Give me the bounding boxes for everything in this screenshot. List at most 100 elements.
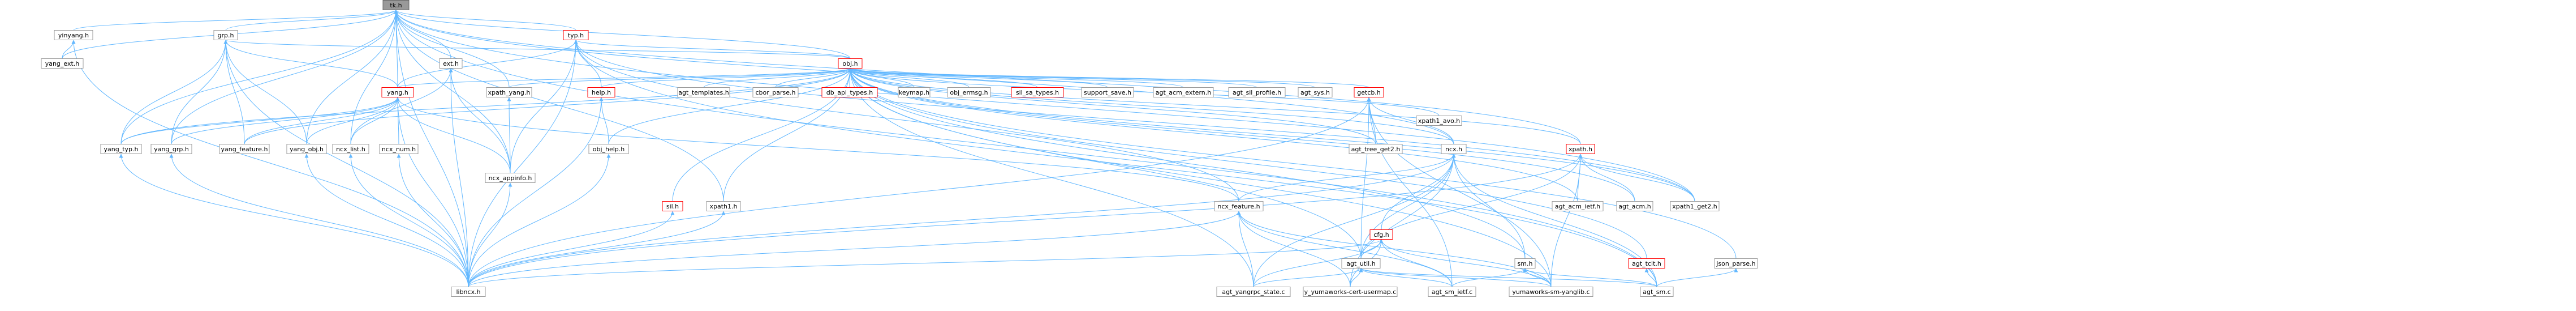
node-box[interactable] [219, 144, 270, 154]
node-db-api-types[interactable]: db_api_types.h [821, 87, 878, 97]
node-sil[interactable]: sil.h [662, 201, 683, 211]
node-obj[interactable]: obj.h [838, 58, 863, 69]
node-box[interactable] [1153, 87, 1214, 97]
node-box[interactable] [1514, 258, 1536, 269]
node-box[interactable] [1714, 258, 1758, 269]
node-ncx[interactable]: ncx.h [1441, 144, 1467, 154]
node-agt-tree-get2[interactable]: agt_tree_get2.h [1349, 144, 1403, 154]
node-box[interactable] [1228, 87, 1286, 97]
node-box[interactable] [1298, 87, 1333, 97]
node-agt-acm-ietf[interactable]: agt_acm_ietf.h [1552, 201, 1604, 211]
node-getcb[interactable]: getcb.h [1354, 87, 1384, 97]
node-cbor-parse[interactable]: cbor_parse.h [752, 87, 799, 97]
node-ext[interactable]: ext.h [439, 58, 463, 69]
node-box[interactable] [821, 87, 878, 97]
node-yang-feature[interactable]: yang_feature.h [219, 144, 270, 154]
node-xpath[interactable]: xpath.h [1566, 144, 1595, 154]
node-box[interactable] [1670, 201, 1720, 211]
node-box[interactable] [1416, 116, 1462, 126]
node-box[interactable] [41, 58, 84, 69]
node-box[interactable] [706, 201, 741, 211]
node-keymap[interactable]: keymap.h [898, 87, 931, 97]
node-agt-templates[interactable]: agt_templates.h [677, 87, 730, 97]
node-xpath1[interactable]: xpath1.h [706, 201, 741, 211]
node-yang-ext[interactable]: yang_ext.h [41, 58, 84, 69]
node-ncx-list[interactable]: ncx_list.h [332, 144, 369, 154]
node-yang-grp[interactable]: yang_grp.h [150, 144, 192, 154]
node-agt-sm-ietf[interactable]: agt_sm_ietf.c [1428, 287, 1476, 297]
node-box[interactable] [588, 144, 629, 154]
node-box[interactable] [379, 144, 419, 154]
node-box[interactable] [1441, 144, 1467, 154]
node-box[interactable] [752, 87, 799, 97]
node-box[interactable] [100, 144, 142, 154]
node-box[interactable] [382, 0, 410, 10]
node-yumaworks-sm-yanglib[interactable]: yumaworks-sm-yanglib.c [1509, 287, 1593, 297]
node-box[interactable] [1552, 201, 1604, 211]
node-agt-acm[interactable]: agt_acm.h [1616, 201, 1653, 211]
node-box[interactable] [838, 58, 863, 69]
node-agt-acm-extern[interactable]: agt_acm_extern.h [1153, 87, 1214, 97]
node-obj-ermsg[interactable]: obj_ermsg.h [947, 87, 991, 97]
node-yang[interactable]: yang.h [381, 87, 414, 97]
node-box[interactable] [54, 30, 93, 40]
node-help[interactable]: help.h [587, 87, 615, 97]
node-box[interactable] [1349, 144, 1403, 154]
node-box[interactable] [1354, 87, 1384, 97]
node-yumaworks-cert-usermap[interactable]: y_yumaworks-cert-usermap.c [1303, 287, 1398, 297]
node-box[interactable] [1640, 287, 1674, 297]
node-box[interactable] [451, 287, 486, 297]
node-box[interactable] [563, 30, 589, 40]
node-libncx[interactable]: libncx.h [451, 287, 486, 297]
node-cfg[interactable]: cfg.h [1369, 229, 1393, 240]
node-yang-obj[interactable]: yang_obj.h [286, 144, 327, 154]
node-box[interactable] [213, 30, 238, 40]
node-agt-sil-profile[interactable]: agt_sil_profile.h [1228, 87, 1286, 97]
node-xpath-yang[interactable]: xpath_yang.h [486, 87, 532, 97]
node-box[interactable] [1369, 229, 1393, 240]
node-sm[interactable]: sm.h [1514, 258, 1536, 269]
node-agt-tcit[interactable]: agt_tcit.h [1628, 258, 1665, 269]
node-ncx-num[interactable]: ncx_num.h [379, 144, 419, 154]
node-box[interactable] [1216, 287, 1291, 297]
node-typ[interactable]: typ.h [563, 30, 589, 40]
node-yinyang[interactable]: yinyang.h [54, 30, 93, 40]
node-support-save[interactable]: support_save.h [1081, 87, 1134, 97]
node-box[interactable] [898, 87, 931, 97]
node-box[interactable] [1628, 258, 1665, 269]
node-box[interactable] [439, 58, 463, 69]
node-box[interactable] [662, 201, 683, 211]
node-agt-sm[interactable]: agt_sm.c [1640, 287, 1674, 297]
node-box[interactable] [486, 87, 532, 97]
node-box[interactable] [485, 173, 536, 183]
node-box[interactable] [1303, 287, 1398, 297]
node-agt-yangrpc-state[interactable]: agt_yangrpc_state.c [1216, 287, 1291, 297]
node-grp[interactable]: grp.h [213, 30, 238, 40]
node-box[interactable] [1566, 144, 1595, 154]
node-box[interactable] [677, 87, 730, 97]
node-box[interactable] [1081, 87, 1134, 97]
node-box[interactable] [1341, 258, 1381, 269]
node-obj-help[interactable]: obj_help.h [588, 144, 629, 154]
node-agt-sys[interactable]: agt_sys.h [1298, 87, 1333, 97]
node-box[interactable] [381, 87, 414, 97]
node-tk[interactable]: tk.h [382, 0, 410, 10]
node-sil-sa-types[interactable]: sil_sa_types.h [1011, 87, 1064, 97]
node-box[interactable] [286, 144, 327, 154]
node-box[interactable] [332, 144, 369, 154]
node-box[interactable] [1011, 87, 1064, 97]
node-box[interactable] [1509, 287, 1593, 297]
node-box[interactable] [947, 87, 991, 97]
node-agt-util[interactable]: agt_util.h [1341, 258, 1381, 269]
node-xpath1-get2[interactable]: xpath1_get2.h [1670, 201, 1720, 211]
node-box[interactable] [150, 144, 192, 154]
node-ncx-appinfo[interactable]: ncx_appinfo.h [485, 173, 536, 183]
node-box[interactable] [587, 87, 615, 97]
node-json-parse[interactable]: json_parse.h [1714, 258, 1758, 269]
node-box[interactable] [1428, 287, 1476, 297]
node-yang-typ[interactable]: yang_typ.h [100, 144, 142, 154]
node-ncx-feature[interactable]: ncx_feature.h [1214, 201, 1264, 211]
node-xpath1-avo[interactable]: xpath1_avo.h [1416, 116, 1462, 126]
node-box[interactable] [1616, 201, 1653, 211]
node-box[interactable] [1214, 201, 1264, 211]
